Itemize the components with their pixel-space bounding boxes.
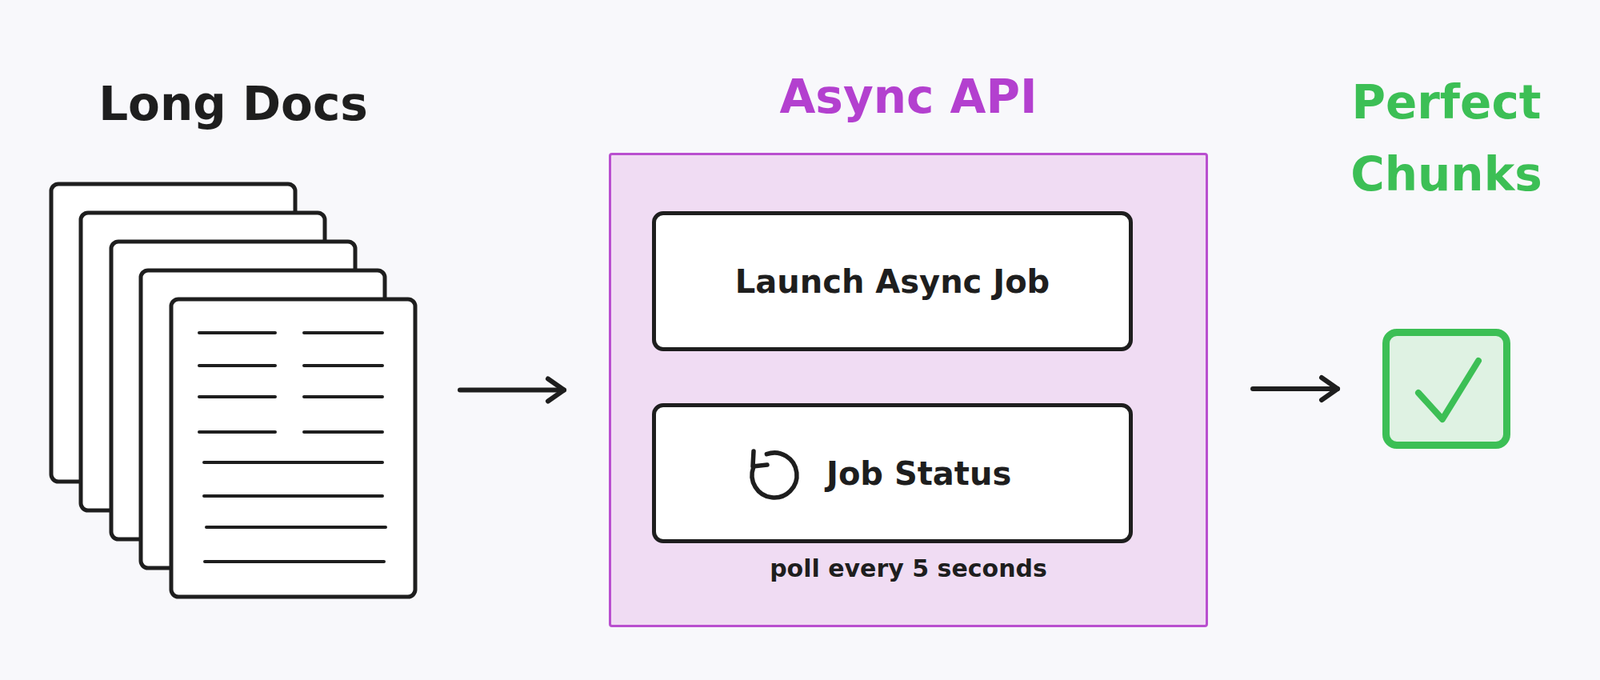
heading-label: Long Docs: [98, 76, 368, 133]
heading-label: Perfect Chunks: [1318, 67, 1575, 212]
arrow-head: [1321, 377, 1338, 400]
box-label: Job Status: [826, 454, 1012, 493]
document-stack: Long Docs: [51, 184, 416, 597]
page: [171, 299, 416, 597]
async-api-panel: Async APIpoll every 5 secondsLaunch Asyn…: [608, 152, 1208, 628]
box-label: Launch Async Job: [735, 262, 1051, 301]
flow-arrow: [460, 379, 564, 402]
check-mark: [1382, 328, 1511, 449]
note-text: poll every 5 seconds: [611, 554, 1206, 584]
refresh-icon: [742, 440, 807, 504]
status-box: Job Status: [652, 403, 1133, 544]
arrow-line: [1252, 386, 1338, 392]
page-text-lines: [199, 332, 386, 562]
arrow-line: [460, 388, 564, 393]
heading-label: Async API: [779, 69, 1037, 126]
process-box: Launch Async Job: [652, 211, 1133, 352]
arrow-head: [548, 379, 564, 402]
check-box: Perfect Chunks: [1382, 328, 1511, 449]
page-stack: [51, 184, 416, 597]
flow-arrow: [1252, 377, 1338, 400]
